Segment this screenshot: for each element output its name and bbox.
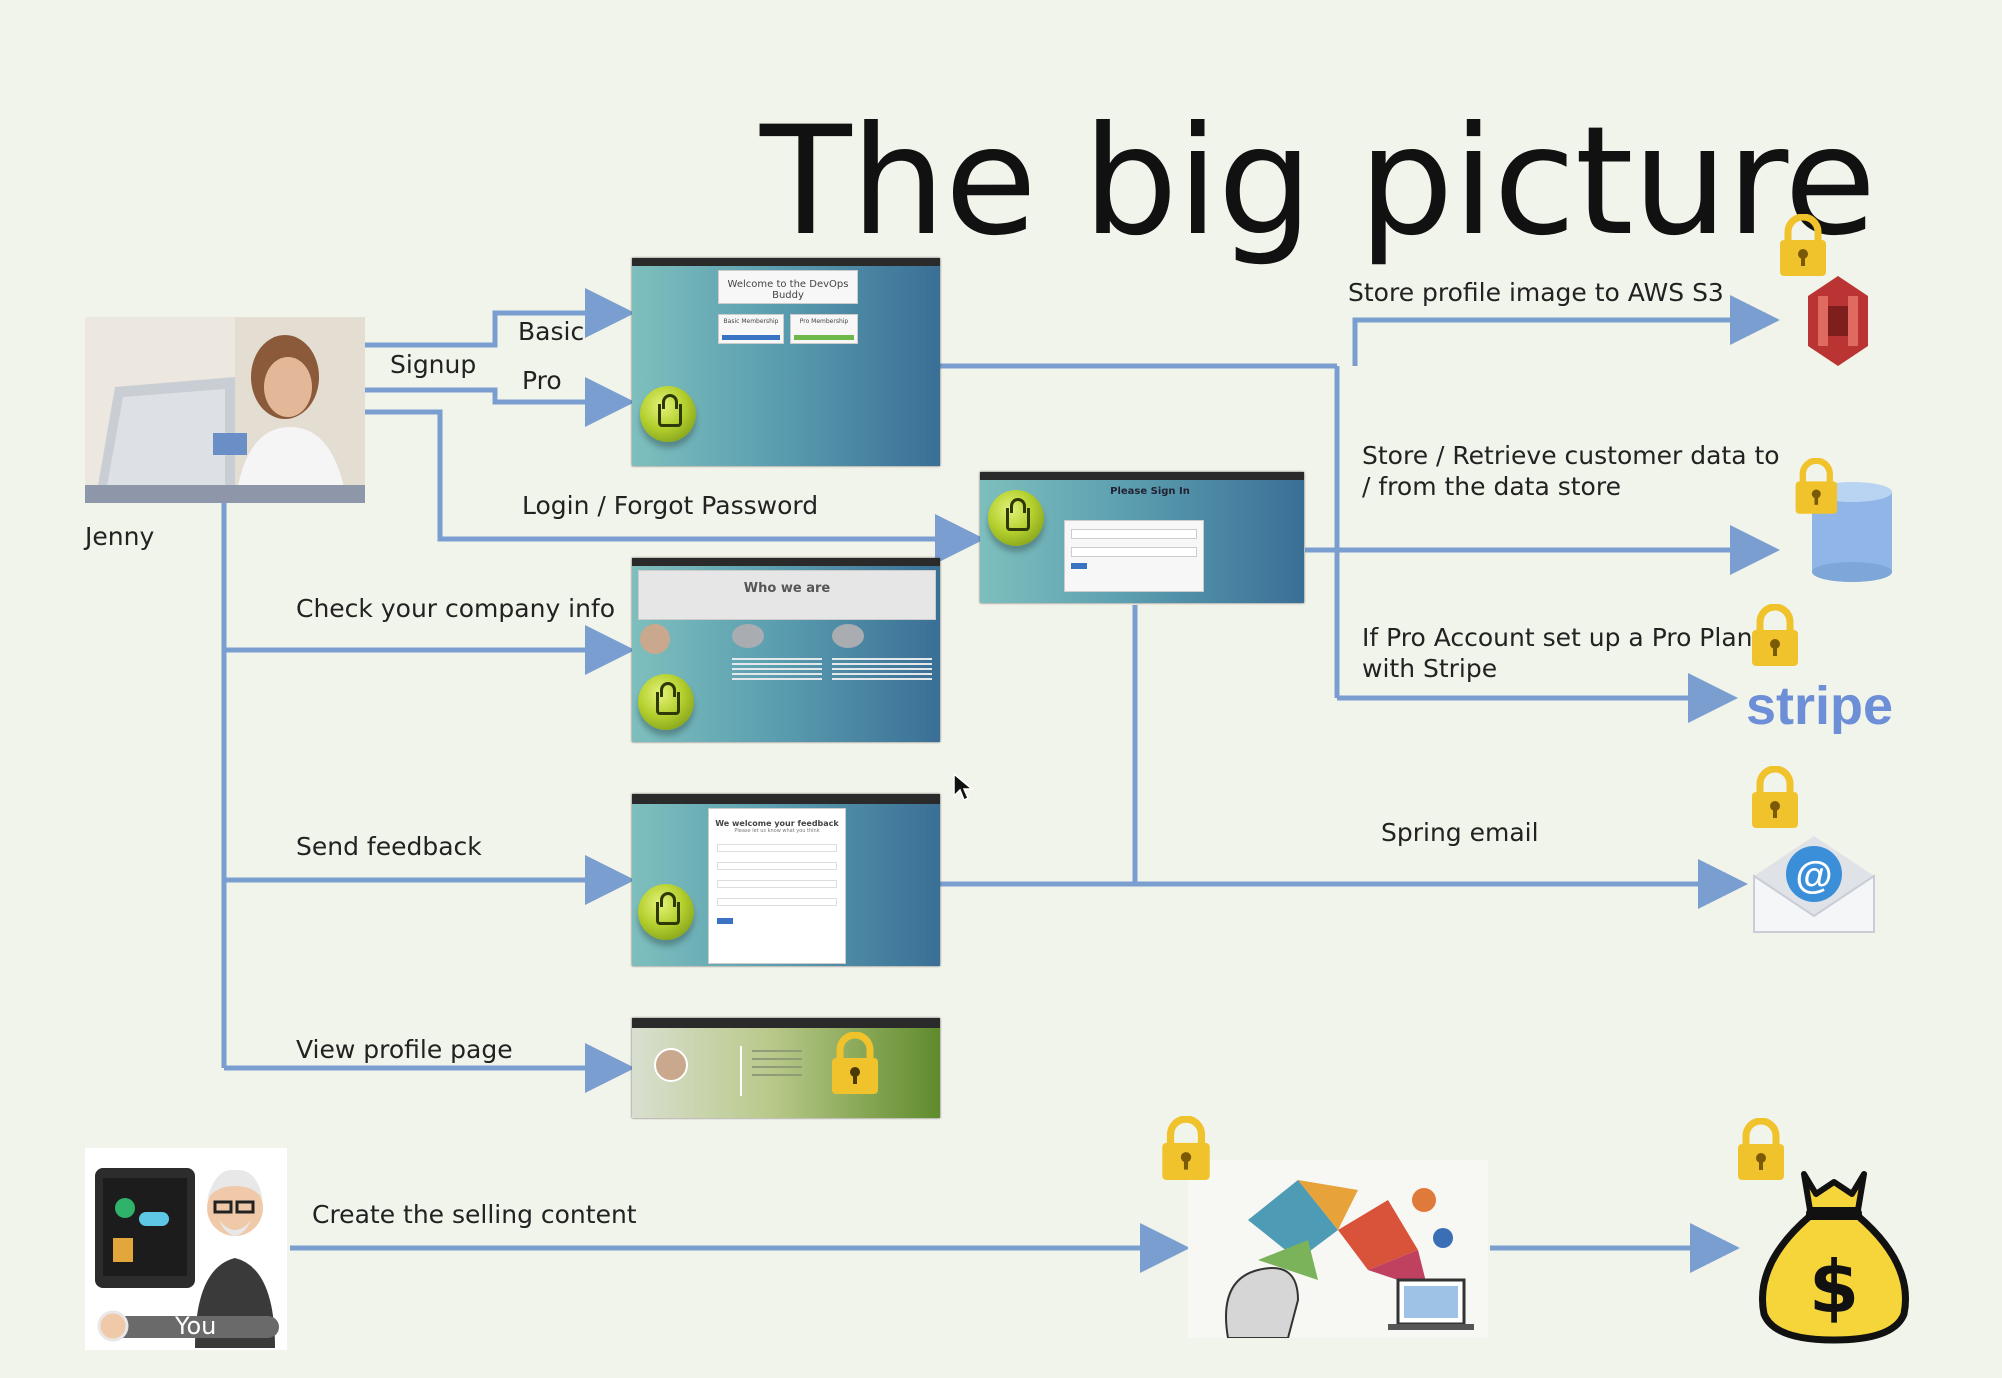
pro-label: Pro (522, 366, 562, 395)
jenny-illustration (85, 317, 365, 503)
database-icon (1792, 458, 1892, 582)
at-symbol: @ (1795, 855, 1832, 897)
feedback-screenshot: We welcome your feedback Please let us k… (632, 794, 940, 966)
stripe-wordmark: stripe (1746, 676, 1893, 734)
email-label: Spring email (1381, 818, 1539, 847)
feedback-form-title: We welcome your feedback (715, 819, 839, 828)
signin-screenshot: Please Sign In (980, 472, 1304, 603)
lock-icon (1158, 1116, 1214, 1182)
basic-label: Basic (518, 317, 585, 346)
email-icon: @ (1746, 766, 1875, 933)
jenny-label: Jenny (85, 522, 155, 551)
mouse-cursor-icon (953, 772, 974, 802)
selling-label: Create the selling content (312, 1200, 637, 1229)
company-info-screenshot: Who we are (632, 558, 940, 742)
feedback-label: Send feedback (296, 832, 482, 861)
stripe-logo-icon: stripe (1746, 604, 1893, 734)
page-title: The big picture (760, 95, 1876, 269)
aws-s3-icon (1772, 214, 1868, 366)
basic-card-title: Basic Membership (723, 318, 779, 325)
welcome-title: Welcome to the DevOps Buddy (727, 279, 849, 301)
profile-screenshot (632, 1018, 940, 1118)
presenter-illustration (95, 1168, 279, 1348)
who-we-are-title: Who we are (743, 581, 831, 596)
padlock-logo-icon (640, 386, 696, 442)
datastore-label: Store / Retrieve customer data to / from… (1362, 441, 1780, 501)
company-label: Check your company info (296, 594, 616, 623)
login-label: Login / Forgot Password (522, 491, 819, 520)
padlock-logo-icon (638, 884, 694, 940)
s3-label: Store profile image to AWS S3 (1348, 278, 1724, 307)
jenny-photo (85, 317, 365, 503)
padlock-logo-icon (988, 490, 1044, 546)
feedback-form-subtitle: Please let us know what you think (734, 828, 820, 834)
stripe-note-label: If Pro Account set up a Pro Plan with St… (1362, 623, 1753, 683)
signup-label: Signup (390, 350, 477, 379)
collage-illustration (1225, 1180, 1474, 1339)
selling-content-image (1188, 1160, 1488, 1339)
money-bag-icon: $ (1732, 1118, 1909, 1344)
signup-screenshot: Welcome to the DevOps Buddy Basic Member… (632, 258, 940, 466)
padlock-logo-icon (638, 674, 694, 730)
profile-label: View profile page (296, 1035, 513, 1064)
signin-title: Please Sign In (1110, 486, 1190, 497)
you-avatar-card: You (85, 1148, 287, 1350)
pro-card-title: Pro Membership (799, 318, 849, 325)
lock-icon (832, 1032, 878, 1094)
dollar-sign: $ (1809, 1245, 1859, 1329)
you-label: You (175, 1312, 217, 1340)
